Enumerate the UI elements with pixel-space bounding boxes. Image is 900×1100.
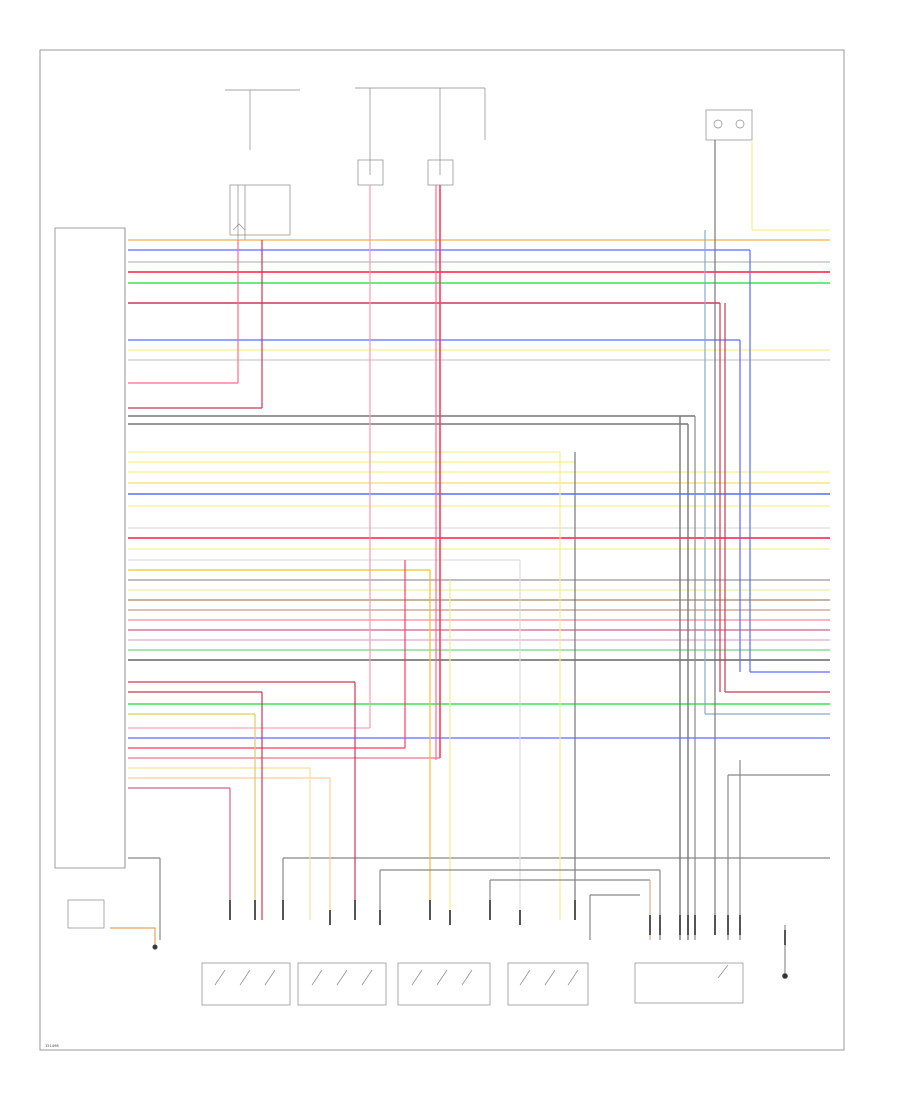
vertical-wire-group xyxy=(110,140,830,945)
component-rear-left xyxy=(201,962,291,1006)
control-module-box xyxy=(54,227,126,869)
component-connector-large xyxy=(634,962,744,1004)
wire xyxy=(110,927,156,945)
fuse-block-middle xyxy=(355,87,486,186)
component-rear-center xyxy=(397,962,491,1006)
ground-symbol-left xyxy=(152,944,158,950)
component-rear-right xyxy=(507,962,589,1006)
component-front-left xyxy=(297,962,387,1006)
wire-group xyxy=(128,239,830,859)
small-module-box xyxy=(67,899,105,929)
diagram-border xyxy=(39,49,845,1051)
footer-code: 151498 xyxy=(45,1044,59,1048)
relay-block-right xyxy=(705,109,753,230)
fuse-block-left xyxy=(225,89,300,240)
connector-pins xyxy=(229,900,786,945)
